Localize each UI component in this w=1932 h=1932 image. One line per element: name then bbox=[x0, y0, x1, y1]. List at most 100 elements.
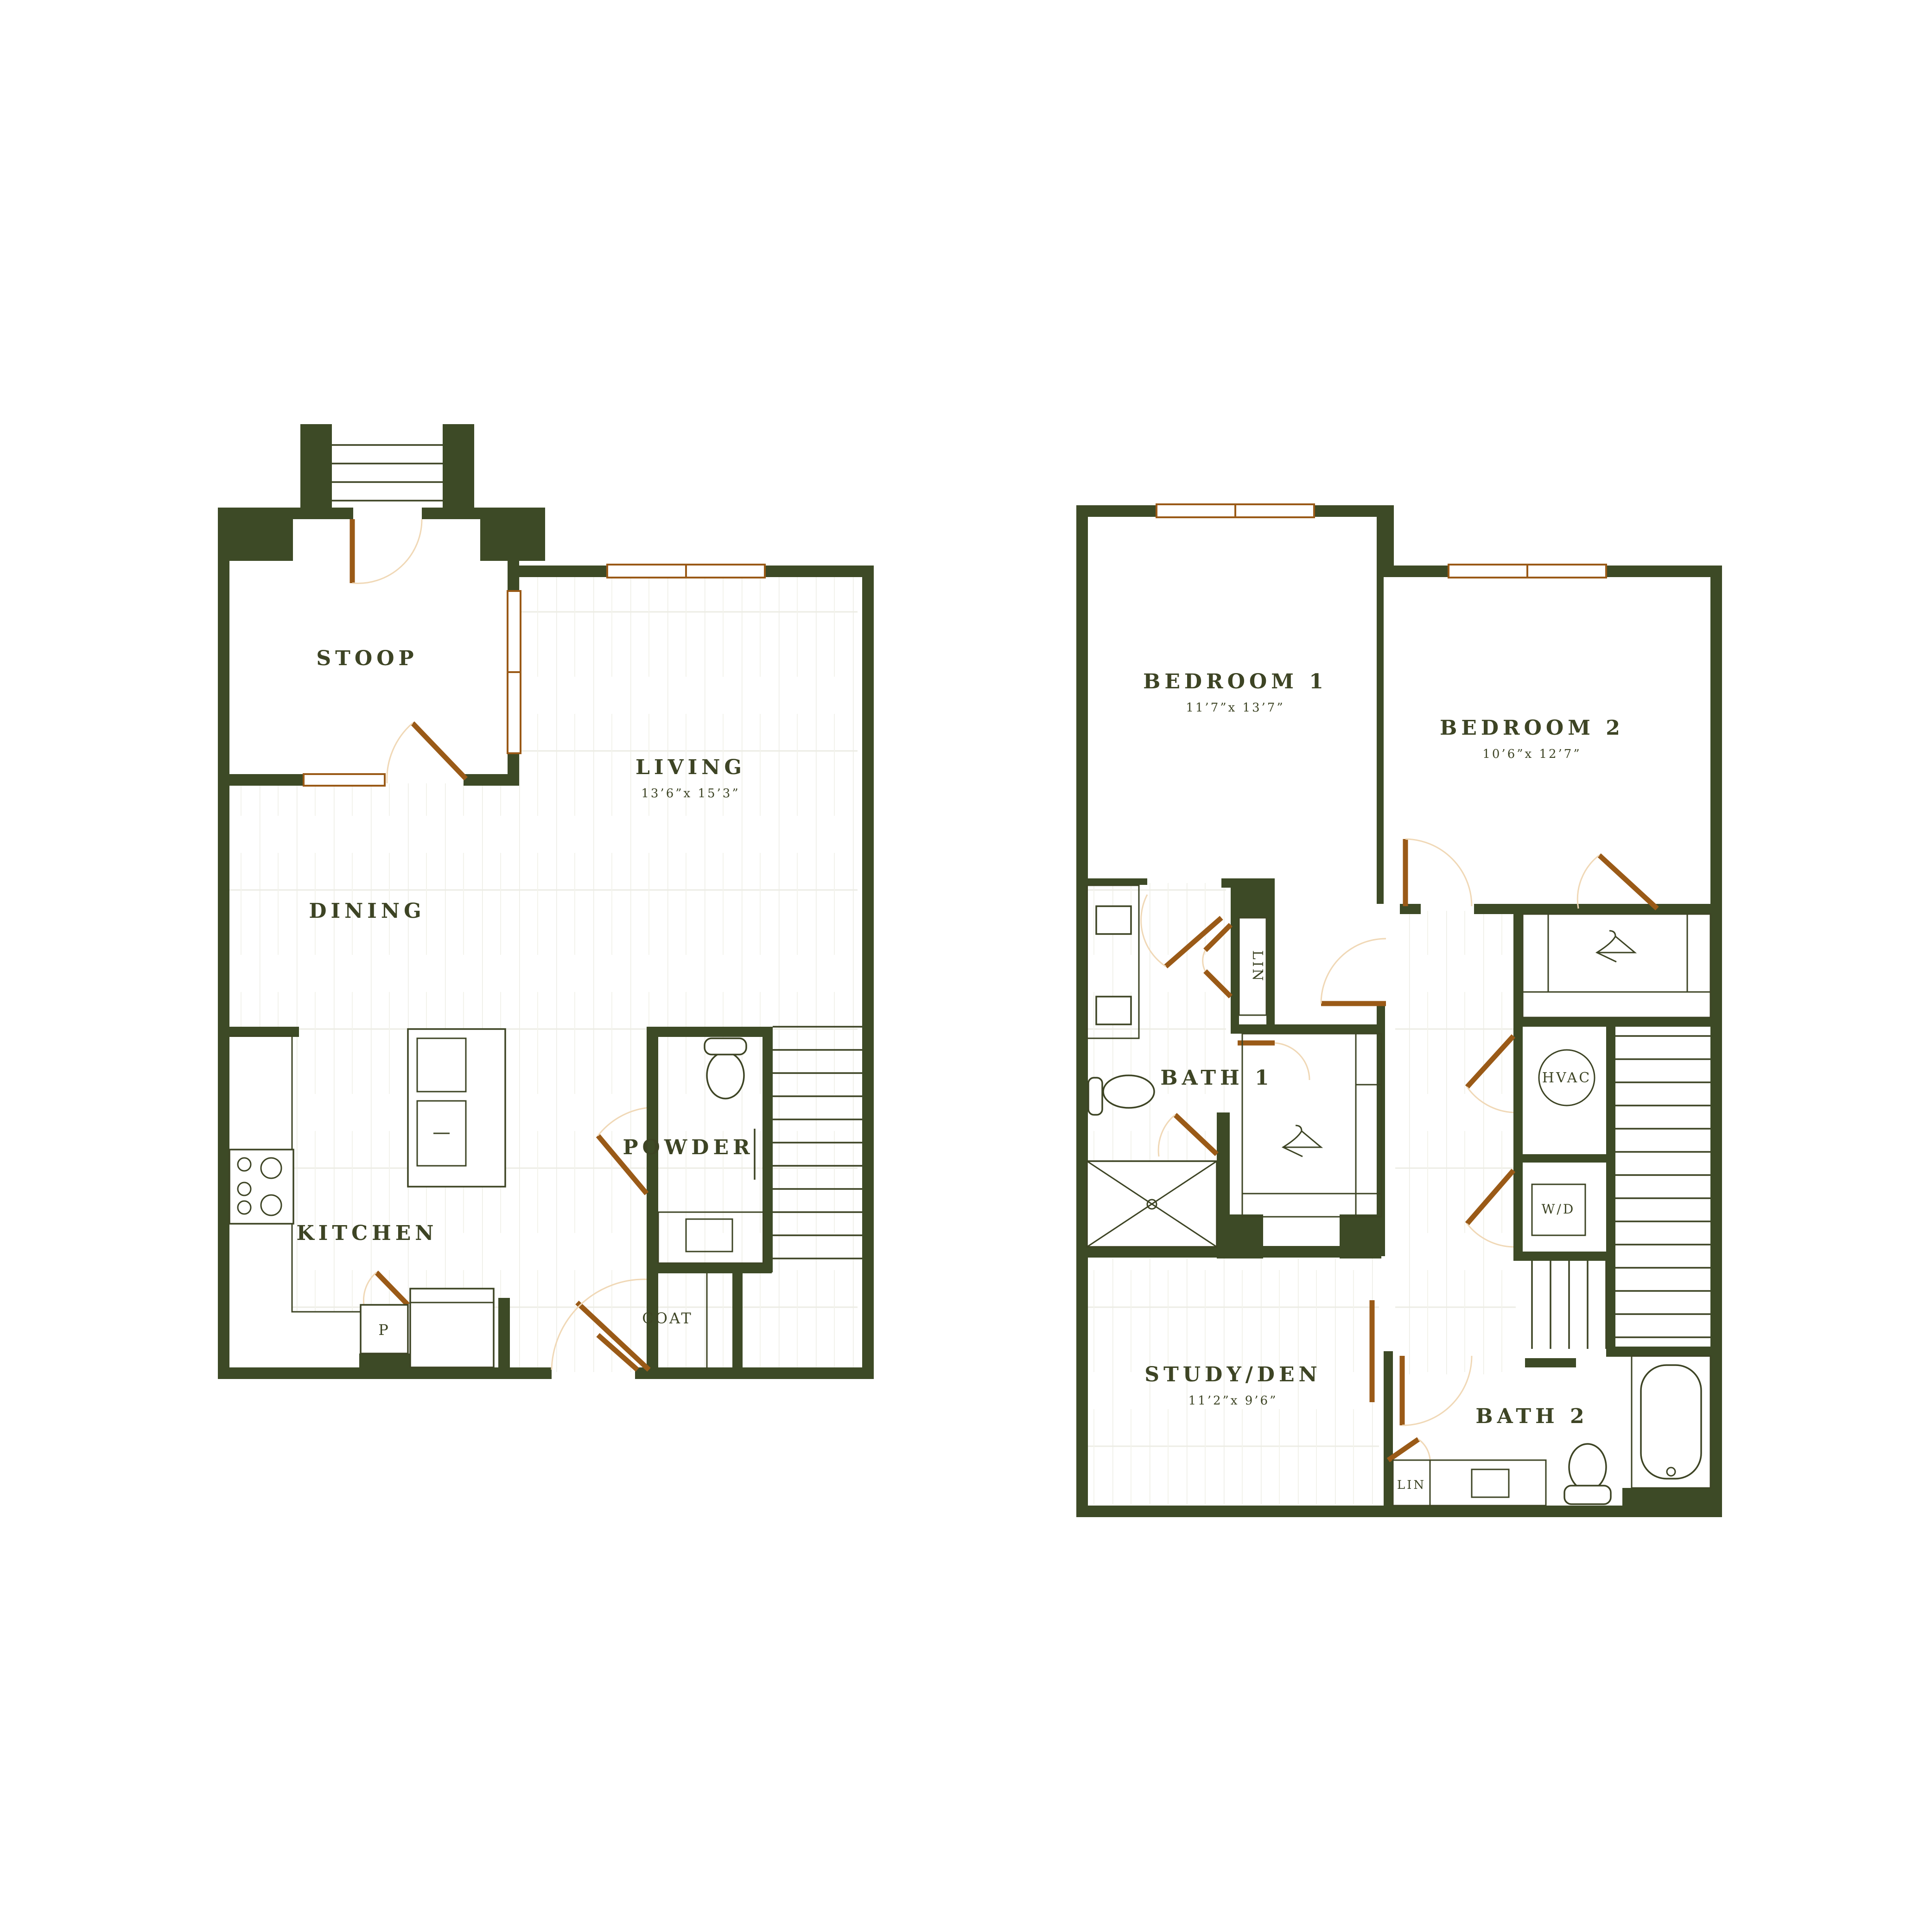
study-label: STUDY/DEN bbox=[1144, 1363, 1321, 1386]
wall bbox=[1076, 505, 1088, 1516]
wall bbox=[1087, 878, 1147, 885]
wall bbox=[1513, 1252, 1615, 1261]
sink-icon bbox=[1471, 1468, 1510, 1498]
bedroom2-dims: 10’6”x 12’7” bbox=[1482, 747, 1581, 761]
sink-icon bbox=[685, 1218, 733, 1252]
powder-door[interactable] bbox=[596, 1134, 649, 1195]
study-dims: 11’2”x 9’6” bbox=[1188, 1394, 1278, 1408]
wall bbox=[300, 424, 332, 508]
first-floor: P STOOP LIVING 13’6”x 15’3” DINING bbox=[218, 424, 874, 1379]
dining-label: DINING bbox=[309, 899, 425, 923]
wall bbox=[443, 424, 474, 508]
shower-door[interactable] bbox=[1173, 1113, 1219, 1156]
wall bbox=[732, 1263, 743, 1374]
wall bbox=[647, 1027, 772, 1037]
closet2-door[interactable] bbox=[1597, 853, 1659, 911]
toilet-icon bbox=[1102, 1074, 1155, 1109]
wall bbox=[1606, 1017, 1615, 1356]
pantry-closet bbox=[360, 1304, 409, 1354]
wall bbox=[647, 1027, 658, 1370]
cooktop-icon bbox=[229, 1149, 294, 1225]
bath1-label: BATH 1 bbox=[1160, 1066, 1273, 1090]
wall bbox=[218, 508, 293, 561]
hanger-icon bbox=[1281, 1125, 1323, 1157]
hvac-label: HVAC bbox=[1542, 1070, 1591, 1086]
bedroom2-label: BEDROOM 2 bbox=[1440, 716, 1624, 740]
wall bbox=[1266, 881, 1275, 1034]
wall bbox=[1513, 904, 1523, 1261]
wall bbox=[647, 1263, 772, 1273]
lin2-door[interactable] bbox=[1386, 1437, 1420, 1462]
lin-door-2[interactable] bbox=[1203, 969, 1233, 998]
stoop-door[interactable] bbox=[411, 721, 468, 781]
coat-label: COAT bbox=[642, 1309, 693, 1327]
second-floor: LIN HVAC W/D bbox=[1076, 503, 1722, 1517]
wall bbox=[1710, 566, 1722, 1516]
living-label: LIVING bbox=[636, 756, 746, 779]
wall bbox=[1384, 1351, 1393, 1509]
wall bbox=[359, 1354, 410, 1372]
bedroom1-dims: 11’7”x 13’7” bbox=[1186, 701, 1284, 715]
wall bbox=[1377, 515, 1384, 904]
pantry-door[interactable] bbox=[375, 1271, 410, 1307]
wd-label: W/D bbox=[1542, 1201, 1576, 1217]
pantry-label: P bbox=[378, 1321, 390, 1339]
bedroom1-label: BEDROOM 1 bbox=[1143, 670, 1328, 693]
hvac-unit bbox=[1538, 1049, 1595, 1106]
stairs-icon bbox=[754, 1026, 862, 1259]
lin-lower-label: LIN bbox=[1397, 1478, 1426, 1492]
closet1 bbox=[1241, 1033, 1382, 1218]
wall bbox=[1382, 505, 1394, 570]
wall bbox=[1513, 1154, 1615, 1163]
study-floor bbox=[1087, 1258, 1379, 1504]
bath2-label: BATH 2 bbox=[1475, 1405, 1588, 1428]
stoop-label: STOOP bbox=[316, 647, 418, 670]
toilet-icon bbox=[706, 1051, 745, 1099]
wall bbox=[1606, 1347, 1710, 1357]
wall bbox=[1340, 1214, 1381, 1258]
wall bbox=[422, 508, 482, 519]
wall bbox=[218, 508, 229, 1379]
living-dims: 13’6”x 15’3” bbox=[641, 787, 740, 801]
entry-steps bbox=[332, 444, 443, 502]
washer-dryer bbox=[1531, 1183, 1586, 1236]
lin-door-1[interactable] bbox=[1203, 923, 1233, 952]
refrigerator bbox=[409, 1288, 495, 1368]
wall bbox=[635, 1367, 874, 1379]
wall bbox=[498, 1298, 510, 1372]
hall-floor bbox=[1395, 911, 1516, 1374]
wall bbox=[1231, 881, 1239, 1034]
wall bbox=[1474, 904, 1710, 914]
window bbox=[303, 773, 386, 787]
wall bbox=[293, 508, 353, 519]
dining-floor bbox=[229, 783, 517, 1034]
wall bbox=[1231, 1024, 1384, 1034]
wall bbox=[464, 774, 519, 786]
hanger-icon bbox=[1595, 930, 1637, 963]
wall bbox=[1400, 904, 1421, 914]
kitchen-island bbox=[407, 1028, 506, 1188]
living-floor bbox=[515, 575, 858, 1372]
wall bbox=[218, 1027, 299, 1037]
wall bbox=[862, 566, 874, 1379]
lin-upper-label: LIN bbox=[1249, 950, 1265, 983]
wall bbox=[1217, 1214, 1263, 1258]
bathtub-icon bbox=[1631, 1355, 1711, 1489]
wall bbox=[1076, 1506, 1722, 1517]
kitchen-label: KITCHEN bbox=[297, 1221, 438, 1245]
coat-door-2[interactable] bbox=[596, 1333, 639, 1372]
stairs-icon bbox=[1531, 1035, 1710, 1349]
sink-icon bbox=[416, 1100, 467, 1167]
wall bbox=[218, 774, 306, 786]
powder-label: POWDER bbox=[623, 1136, 754, 1159]
coat-door-1[interactable] bbox=[575, 1300, 651, 1372]
hvac-door[interactable] bbox=[1465, 1034, 1516, 1089]
wd-door[interactable] bbox=[1465, 1169, 1516, 1226]
toilet-icon bbox=[1568, 1443, 1607, 1491]
wall bbox=[763, 1027, 773, 1272]
sink-icon bbox=[1095, 996, 1132, 1025]
wall bbox=[1525, 1358, 1576, 1367]
wall bbox=[1622, 1488, 1721, 1506]
bath1-door[interactable] bbox=[1164, 915, 1223, 969]
